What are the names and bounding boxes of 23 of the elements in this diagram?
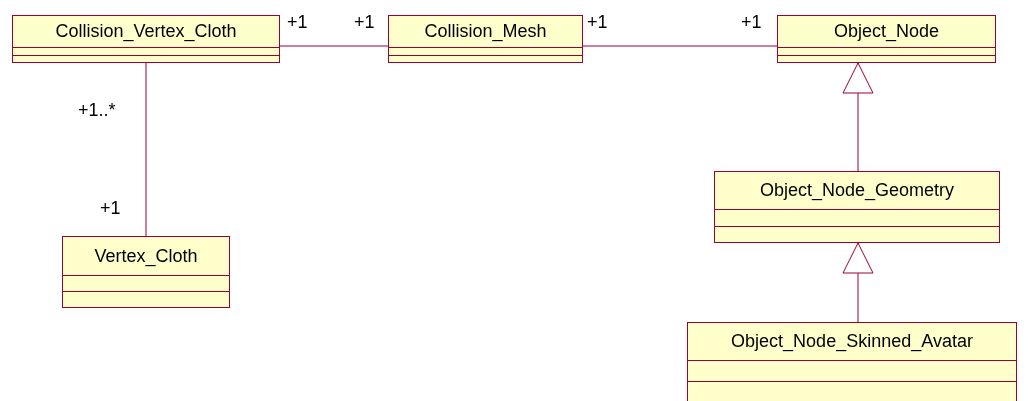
- multiplicity-label: +1..*: [78, 100, 116, 121]
- class-box: [62, 236, 230, 308]
- class-box: [12, 15, 280, 63]
- class-name: Collision_Vertex_Cloth: [55, 21, 237, 42]
- generalization-arrow: [842, 62, 874, 172]
- multiplicity-label: +1: [287, 12, 308, 33]
- class-name: Object_Node: [833, 21, 940, 42]
- class-name: Vertex_Cloth: [94, 245, 198, 267]
- association-line: [582, 45, 778, 47]
- association-line: [279, 45, 389, 47]
- class-box: [388, 15, 583, 63]
- multiplicity-label: +1: [587, 12, 608, 33]
- class-name: Collision_Mesh: [424, 21, 547, 42]
- association-line: [145, 62, 147, 237]
- multiplicity-label: +1: [354, 12, 375, 33]
- generalization-arrow: [842, 242, 874, 323]
- multiplicity-label: +1: [741, 12, 762, 33]
- multiplicity-label: +1: [100, 198, 121, 219]
- class-box: [714, 171, 1000, 243]
- class-box: [777, 15, 996, 63]
- class-name: Object_Node_Geometry: [759, 180, 955, 201]
- class-name: Object_Node_Skinned_Avatar: [731, 331, 973, 352]
- class-box: [687, 322, 1017, 401]
